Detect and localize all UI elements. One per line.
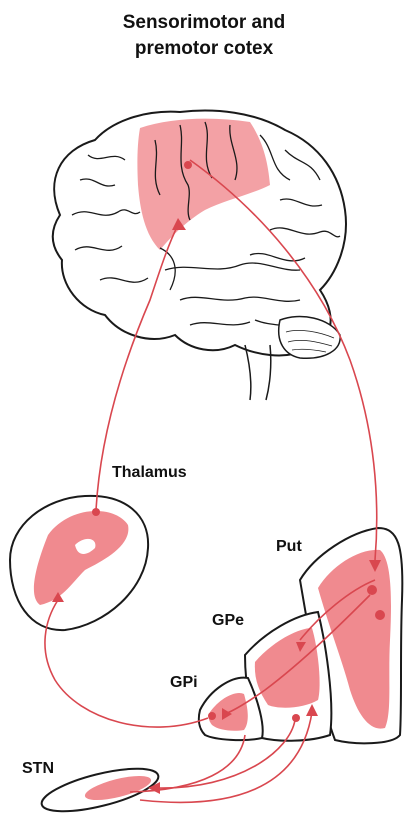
neuron-dot-putamen-2 — [375, 610, 385, 620]
neuron-dot-gpi — [208, 712, 216, 720]
neuron-dot-gpe — [292, 714, 300, 722]
neuron-dot-thalamus — [92, 508, 100, 516]
thalamus-label: Thalamus — [112, 464, 187, 482]
neuron-dot-cortex — [184, 161, 192, 169]
stn-label: STN — [22, 760, 54, 778]
subthalamic-nucleus — [38, 760, 162, 820]
thalamus — [10, 496, 148, 630]
gpi-label: GPi — [170, 674, 198, 692]
neuron-dot-putamen-1 — [367, 585, 377, 595]
brain-illustration — [53, 111, 346, 400]
put-label: Put — [276, 538, 302, 556]
gpe-label: GPe — [212, 612, 244, 630]
